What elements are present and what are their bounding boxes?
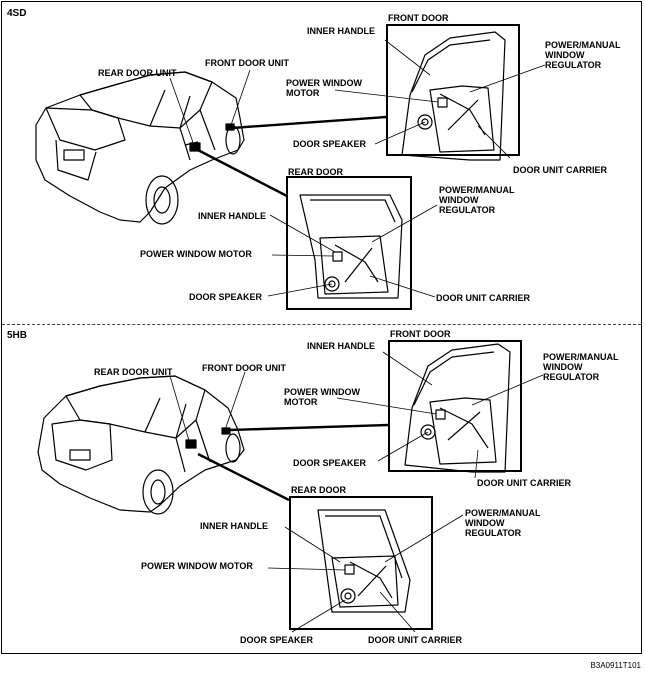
- sd-rear-door-title: REAR DOOR: [288, 167, 344, 177]
- hb-front-window-motor-label: POWER WINDOW MOTOR: [284, 387, 360, 407]
- sd-front-door-carrier-label: DOOR UNIT CARRIER: [513, 165, 607, 175]
- hb-front-door-drawing: [404, 343, 511, 473]
- figure-frame: [1, 1, 642, 654]
- hb-rear-door-unit-label: REAR DOOR UNIT: [94, 367, 173, 377]
- hb-rear-inner-handle-label: INNER HANDLE: [200, 521, 269, 531]
- hb-rear-window-motor-label: POWER WINDOW MOTOR: [141, 561, 253, 571]
- hb-rear-door-box: [289, 496, 433, 630]
- section-title-5hb: 5HB: [7, 330, 28, 341]
- sd-rear-inner-handle-label: INNER HANDLE: [198, 211, 267, 221]
- sd-rear-window-regulator-label: POWER/MANUAL WINDOW REGULATOR: [439, 185, 515, 215]
- sd-front-door-box: [386, 24, 520, 156]
- sd-rear-door-drawing: [299, 194, 403, 299]
- figure-code: B3A0911T101: [590, 661, 641, 670]
- sd-front-window-regulator-label: POWER/MANUAL WINDOW REGULATOR: [545, 40, 621, 70]
- sd-rear-door-speaker-label: DOOR SPEAKER: [189, 292, 263, 302]
- sd-front-window-motor-label: POWER WINDOW MOTOR: [286, 78, 362, 98]
- hb-front-window-regulator-label: POWER/MANUAL WINDOW REGULATOR: [543, 352, 619, 382]
- hb-front-door-box: [388, 340, 522, 472]
- hb-rear-door-title: REAR DOOR: [291, 485, 347, 495]
- hb-front-door-carrier-label: DOOR UNIT CARRIER: [477, 478, 571, 488]
- hb-rear-door-carrier-label: DOOR UNIT CARRIER: [368, 635, 462, 645]
- hb-rear-door-speaker-label: DOOR SPEAKER: [240, 635, 314, 645]
- sedan-car-drawing: [35, 71, 245, 225]
- sd-rear-door-unit-label: REAR DOOR UNIT: [98, 68, 177, 78]
- section-divider: [2, 324, 641, 325]
- sd-front-door-unit-label: FRONT DOOR UNIT: [205, 58, 289, 68]
- sd-rear-window-motor-label: POWER WINDOW MOTOR: [140, 249, 252, 259]
- hb-rear-window-regulator-label: POWER/MANUAL WINDOW REGULATOR: [465, 508, 541, 538]
- leader-lines: [169, 39, 546, 633]
- section-title-4sd: 4SD: [7, 8, 27, 19]
- sd-front-door-drawing: [401, 31, 506, 161]
- hb-front-door-speaker-label: DOOR SPEAKER: [293, 458, 367, 468]
- hb-rear-door-drawing: [317, 509, 411, 613]
- hatchback-car-drawing: [37, 375, 245, 515]
- sd-front-inner-handle-label: INNER HANDLE: [307, 26, 376, 36]
- sd-front-door-title: FRONT DOOR: [388, 13, 449, 23]
- sd-rear-door-box: [286, 176, 412, 310]
- sd-front-door-speaker-label: DOOR SPEAKER: [293, 139, 367, 149]
- hb-front-inner-handle-label: INNER HANDLE: [307, 341, 376, 351]
- hb-front-door-unit-label: FRONT DOOR UNIT: [202, 363, 286, 373]
- pointer-lines: [193, 115, 389, 502]
- sd-rear-door-carrier-label: DOOR UNIT CARRIER: [436, 293, 530, 303]
- hb-front-door-title: FRONT DOOR: [390, 329, 451, 339]
